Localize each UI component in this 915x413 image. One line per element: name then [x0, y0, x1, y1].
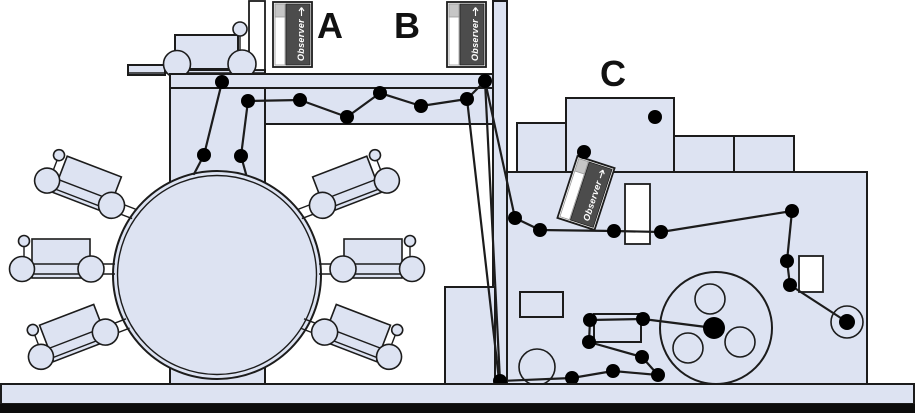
label-b: B	[394, 5, 420, 46]
web-roller-dot	[293, 93, 307, 107]
web-roller-dot	[635, 350, 649, 364]
roof-box-4	[733, 135, 795, 173]
roof-box-3	[673, 135, 735, 173]
web-roller-dot	[636, 312, 650, 326]
web-roller-dot	[478, 74, 492, 88]
print-unit-right-upper	[287, 144, 405, 227]
cabinet-box	[519, 291, 564, 318]
sensor-housing	[569, 161, 613, 228]
observer-sensor-c: Observer	[556, 154, 616, 232]
web-drop-strand	[465, 97, 501, 382]
sensor-arrow-icon	[599, 169, 605, 179]
roof-box-1	[516, 122, 567, 173]
infeed-small-roller	[232, 21, 248, 37]
web-roller-dot	[340, 110, 354, 124]
web-roller-dot	[577, 145, 591, 159]
web-roller-dot	[508, 211, 522, 225]
web-roller-dot	[780, 254, 794, 268]
folding-cylinder-cam	[672, 332, 704, 364]
folding-cylinder-cam	[694, 283, 726, 315]
sensor-brand-text: Observer	[470, 19, 480, 61]
web-roller-dot	[651, 368, 665, 382]
web-roller-dot	[373, 86, 387, 100]
infeed-unit	[127, 21, 265, 79]
web-roller-dot	[234, 149, 248, 163]
former-plate	[624, 183, 651, 245]
web-roller-dot	[414, 99, 428, 113]
web-roller-dot	[241, 94, 255, 108]
sensor-rail-post	[248, 0, 266, 71]
sensor-strip-segment	[574, 158, 589, 175]
web-roller-dot	[606, 364, 620, 378]
folding-cylinder-cam	[724, 326, 756, 358]
print-unit-left-lower	[16, 291, 134, 375]
sensor-housing	[459, 3, 485, 66]
web-roller-dot	[460, 92, 474, 106]
web-roller-dot	[565, 371, 579, 385]
base-platform	[0, 383, 915, 405]
web-roller-dot	[785, 204, 799, 218]
observer-sensor-b: Observer	[446, 1, 487, 68]
web-roller-dot	[783, 278, 797, 292]
spool-axle	[839, 314, 855, 330]
impression-cylinder	[112, 170, 322, 380]
print-unit-right-middle	[318, 234, 426, 283]
sensor-brand-text: Observer	[296, 19, 306, 61]
sensor-arrow-icon	[472, 7, 479, 16]
satellite-press-section	[8, 0, 494, 385]
print-unit-left-upper	[29, 144, 147, 227]
label-a: A	[317, 5, 343, 46]
pedestal	[444, 286, 496, 385]
web-roller-dot	[654, 225, 668, 239]
web-roller-dot	[582, 335, 596, 349]
sensor-housing	[285, 3, 311, 66]
label-c: C	[600, 53, 626, 94]
sensor-strip-segment	[274, 3, 286, 18]
observer-sensor-a: Observer	[272, 1, 313, 68]
web-segment	[239, 99, 250, 158]
web-drop-strand	[483, 79, 502, 383]
web-roller-dot	[197, 148, 211, 162]
folding-cylinder-axle	[703, 317, 725, 339]
web-rollers	[197, 74, 855, 388]
base-floor-bar	[0, 404, 915, 413]
web-roller-dot	[583, 313, 597, 327]
web-roller-dot	[215, 75, 229, 89]
print-unit-left-middle	[8, 234, 116, 283]
folder-section	[506, 97, 868, 386]
tension-box	[798, 255, 824, 293]
web-roller-dot	[607, 224, 621, 238]
web-roller-dot	[648, 110, 662, 124]
impression-cylinder-inner	[116, 174, 318, 376]
web-roller-dot	[533, 223, 547, 237]
sensor-strip-segment	[448, 3, 460, 18]
sensor-arrow-icon	[298, 7, 305, 16]
